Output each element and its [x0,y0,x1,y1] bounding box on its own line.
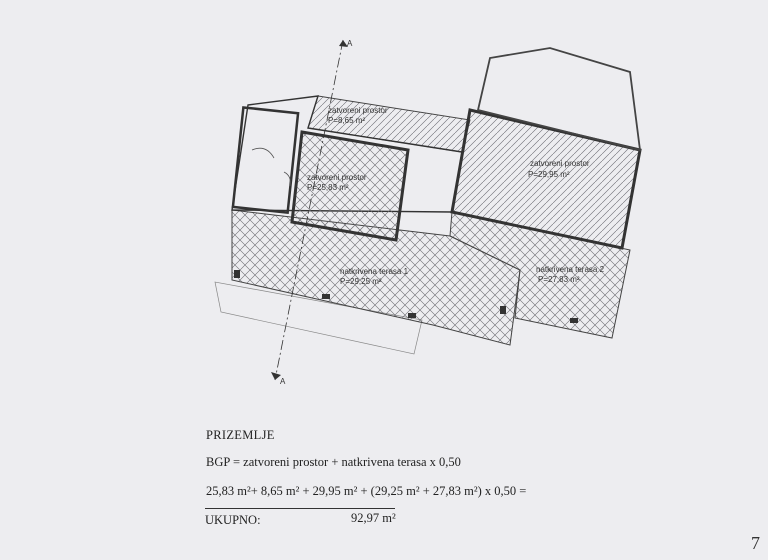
door-arc [283,171,291,187]
room-2-area-label: P=25,83 m² [307,183,349,192]
total-underline [205,508,395,509]
column [234,270,240,278]
terrace-2-area [449,211,631,339]
terrace-2-area-label: P=27,83 m² [538,275,580,284]
section-line [274,39,344,381]
room-1-area-label: P=8,65 m² [328,116,365,125]
total-value: 92,97 m² [351,511,396,525]
total-label: UKUPNO: [205,513,261,527]
terrace-1-name: natkrivena terasa 1 [340,267,409,276]
room-3-name: zatvoreni prostor [530,159,590,168]
section-arrow-top [339,40,348,47]
room-1-name: zatvoreni prostor [328,106,388,115]
room-2-area [290,130,410,242]
wc-room [231,106,300,215]
column [500,306,506,314]
stamp-number: 7 [751,533,760,553]
column [570,318,578,323]
room-2-name: zatvoreni prostor [307,173,367,182]
terrace-1-area-label: P=29,25 m² [340,277,382,286]
balcony-outline [476,47,642,152]
section-arrow-bottom [271,372,281,380]
section-label-top: A [347,39,353,48]
terrace-2-name: natkrivena terasa 2 [536,265,605,274]
column [322,294,330,299]
door-arc [251,147,275,159]
bgp-formula: BGP = zatvoreni prostor + natkrivena ter… [206,455,461,469]
room-3-area-label: P=29,95 m² [528,170,570,179]
section-label-bottom: A [280,377,286,386]
area-calculation: 25,83 m²+ 8,65 m² + 29,95 m² + (29,25 m²… [206,484,527,498]
floor-title: PRIZEMLJE [206,428,275,442]
column [408,313,416,318]
